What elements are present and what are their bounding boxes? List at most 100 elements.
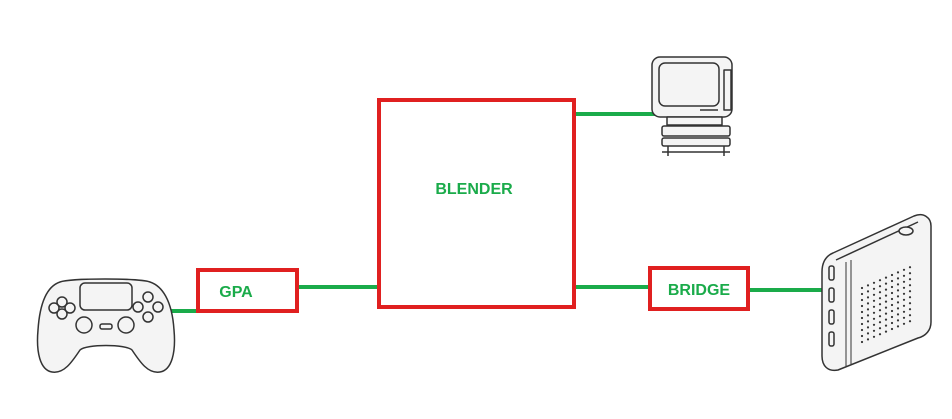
vent-dot — [890, 303, 894, 307]
vent-dot — [878, 303, 882, 306]
vent-dot — [908, 302, 912, 305]
vent-dot — [866, 296, 870, 299]
vent-dot — [902, 286, 906, 289]
vent-dot — [890, 285, 894, 289]
vent-dot — [884, 288, 888, 291]
vent-dot — [902, 322, 906, 325]
vent-dot — [908, 278, 912, 281]
vent-dot — [908, 266, 912, 269]
vent-dot — [860, 298, 864, 302]
vent-dot — [860, 334, 864, 338]
vent-dot — [872, 317, 876, 320]
vent-dot — [902, 280, 906, 283]
vent-dot — [902, 292, 906, 295]
vent-dot — [908, 314, 912, 317]
blender-box — [377, 98, 576, 309]
connectors — [168, 112, 832, 313]
bridge-box — [648, 266, 750, 311]
gpa-box — [196, 268, 299, 313]
vent-dot — [896, 271, 900, 274]
vent-dot — [890, 291, 894, 295]
retro-computer-icon — [651, 56, 733, 156]
vent-dot — [890, 315, 894, 319]
vent-dot — [860, 310, 864, 314]
vent-dot — [866, 338, 870, 341]
vent-dot — [872, 335, 876, 338]
vent-dot — [908, 284, 912, 287]
vent-dot — [896, 325, 900, 328]
vent-dot — [902, 268, 906, 271]
vent-dot — [890, 297, 894, 301]
vent-dot — [890, 327, 894, 331]
vent-dot — [872, 293, 876, 296]
vent-dot — [884, 330, 888, 333]
vent-dot — [902, 316, 906, 319]
vent-dot — [902, 304, 906, 307]
vent-dot — [878, 309, 882, 312]
vent-dot — [902, 298, 906, 301]
vent-dot — [860, 316, 864, 320]
vent-dot — [896, 319, 900, 322]
vent-dot — [896, 307, 900, 310]
vent-dot — [908, 308, 912, 311]
vent-dot — [866, 326, 870, 329]
vent-dot — [878, 333, 882, 336]
vent-dot — [884, 312, 888, 315]
vent-dot — [878, 327, 882, 330]
vent-dot — [902, 310, 906, 313]
vent-dot — [878, 315, 882, 318]
gpa-label: GPA — [219, 284, 253, 301]
game-console-icon — [821, 214, 932, 372]
gamepad-icon — [36, 278, 176, 373]
vent-dot — [866, 302, 870, 305]
vent-dot — [896, 295, 900, 298]
vent-dot — [890, 309, 894, 313]
vent-dot — [908, 290, 912, 293]
vent-dot — [890, 321, 894, 325]
vent-dot — [872, 281, 876, 284]
blender-label: BLENDER — [435, 181, 513, 198]
vent-dot — [860, 340, 864, 344]
vent-dot — [896, 277, 900, 280]
vent-dot — [872, 311, 876, 314]
vent-dot — [878, 297, 882, 300]
vent-dot — [908, 320, 912, 323]
vent-dot — [896, 301, 900, 304]
vent-dot — [866, 314, 870, 317]
vent-dot — [890, 279, 894, 283]
vent-dot — [878, 279, 882, 282]
vent-dot — [866, 320, 870, 323]
vent-dot — [878, 321, 882, 324]
vent-dot — [902, 274, 906, 277]
vent-dot — [884, 300, 888, 303]
vent-dot — [890, 273, 894, 277]
vent-dot — [860, 292, 864, 296]
vent-dot — [896, 283, 900, 286]
vent-dot — [884, 282, 888, 285]
vent-dot — [860, 328, 864, 332]
vent-dot — [872, 323, 876, 326]
vent-dot — [872, 287, 876, 290]
vent-dot — [896, 313, 900, 316]
vent-dot — [872, 329, 876, 332]
vent-dot — [866, 284, 870, 287]
console-vent-dots — [860, 266, 912, 344]
vent-dot — [860, 286, 864, 290]
vent-dot — [866, 308, 870, 311]
vent-dot — [884, 306, 888, 309]
bridge-label: BRIDGE — [668, 282, 731, 299]
vent-dot — [878, 285, 882, 288]
vent-dot — [896, 289, 900, 292]
vent-dot — [884, 276, 888, 279]
vent-dot — [860, 304, 864, 308]
vent-dot — [884, 294, 888, 297]
vent-dot — [884, 324, 888, 327]
vent-dot — [908, 272, 912, 275]
vent-dot — [866, 290, 870, 293]
vent-dot — [860, 322, 864, 326]
vent-dot — [878, 291, 882, 294]
vent-dot — [872, 305, 876, 308]
vent-dot — [872, 299, 876, 302]
vent-dot — [866, 332, 870, 335]
